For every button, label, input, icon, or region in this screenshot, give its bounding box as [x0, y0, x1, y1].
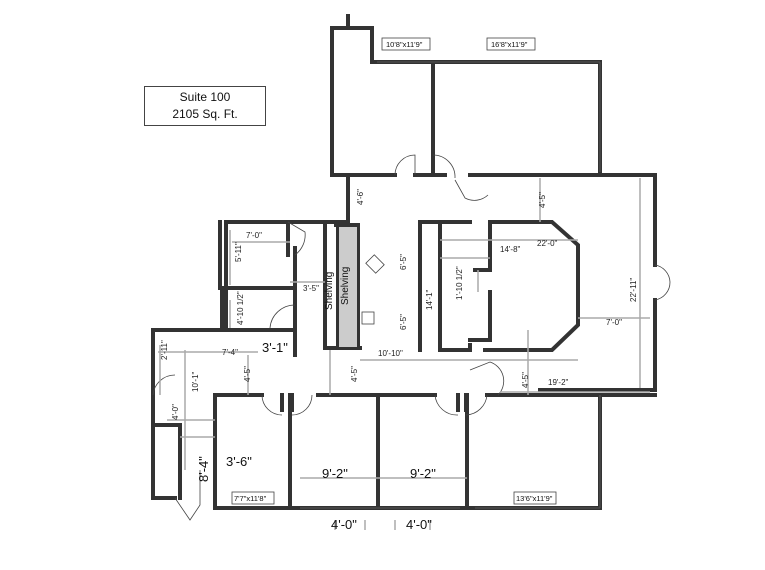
dimension-label: 6'-5": [399, 314, 408, 330]
suite-area: 2105 Sq. Ft.: [172, 107, 238, 121]
dimension-label: 3'-1": [262, 340, 288, 355]
shelving-label: Shelving: [324, 272, 335, 310]
dimension-label: 3'-5": [303, 284, 319, 293]
room-tags: 10'8"x11'9" 16'8"x11'9" 7'7"x11'8" 13'6"…: [231, 37, 557, 505]
dimension-label: 5'-11": [234, 242, 243, 262]
room-tag-top-right: 16'8"x11'9": [491, 40, 528, 49]
dimension-label: 2'-11": [160, 340, 169, 360]
dimension-label: 4'-10 1/2": [236, 291, 245, 325]
dimension-label: 4'-5": [243, 366, 252, 382]
dimension-label: 4'-5": [521, 372, 530, 388]
dimension-label: 22'-11": [629, 278, 638, 302]
dimension-lines: [158, 178, 650, 530]
dimension-label: 9'-2": [322, 466, 348, 481]
dimension-label: 14'-1": [425, 289, 434, 310]
desk-chair-icon: [361, 311, 375, 325]
suite-name: Suite 100: [179, 90, 231, 104]
walls: [151, 14, 657, 510]
room-tag-top-left: 10'8"x11'9": [386, 40, 423, 49]
shelving-counter: [339, 227, 357, 347]
dimension-label: 6'-5": [399, 254, 408, 270]
dimension-label: 7'-0": [246, 231, 262, 240]
dimension-label: 3'-6": [226, 454, 252, 469]
dimension-label: 10'-1": [191, 371, 200, 392]
labels: Shelving Shelving: [324, 267, 351, 310]
dimension-label: 4'-0": [171, 404, 180, 420]
dimension-label: 10'-10": [378, 349, 403, 358]
dimension-label: 4'-6": [356, 189, 365, 205]
dimension-label: 1'-10 1/2": [455, 266, 464, 300]
chair-icon: [365, 254, 385, 274]
dimension-label: 9'-2": [410, 466, 436, 481]
dimension-label: 8'-4": [196, 456, 211, 482]
dimension-label: 4'-0": [331, 517, 357, 532]
dimension-label: 4'-0": [406, 517, 432, 532]
dimensions: 4'-6" 4'-5" 7'-0" 5'-11" 3'-5" 4'-10 1/2…: [160, 189, 638, 532]
dimension-label: 7'-0": [606, 318, 622, 327]
suite-title-box: Suite 100 2105 Sq. Ft.: [144, 86, 266, 126]
dimension-label: 22'-0": [537, 239, 558, 248]
room-tag-bottom-right: 13'6"x11'9": [516, 494, 553, 503]
shelving-label: Shelving: [340, 267, 351, 305]
windows: [300, 61, 601, 509]
dimension-label: 4'-5": [538, 192, 547, 208]
dimension-label: 14'-8": [500, 245, 521, 254]
dimension-label: 7'-4": [222, 348, 238, 357]
dimension-label: 4'-5": [350, 366, 359, 382]
dimension-label: 19'-2": [548, 378, 569, 387]
room-tag-bottom-left: 7'7"x11'8": [234, 494, 267, 503]
